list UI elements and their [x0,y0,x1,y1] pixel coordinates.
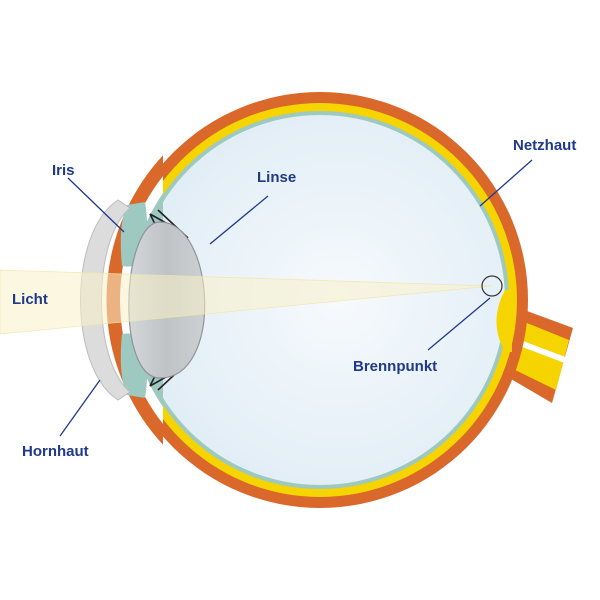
iris-leader [67,177,125,233]
brennpunkt-leader [427,297,491,351]
linse-label: Linse [257,169,296,186]
brennpunkt-label: Brennpunkt [353,358,437,375]
light-beam [0,270,490,334]
leader-lines [59,159,533,437]
focal-point-marker [481,275,503,297]
netzhaut-leader [479,159,533,207]
cornea [80,199,131,401]
hornhaut-label: Hornhaut [22,443,89,460]
hornhaut-leader [59,379,101,437]
optic-disc [496,290,512,352]
netzhaut-label: Netzhaut [513,137,576,154]
linse-leader [209,195,269,245]
iris-label: Iris [52,162,75,179]
licht-label: Licht [12,291,48,308]
